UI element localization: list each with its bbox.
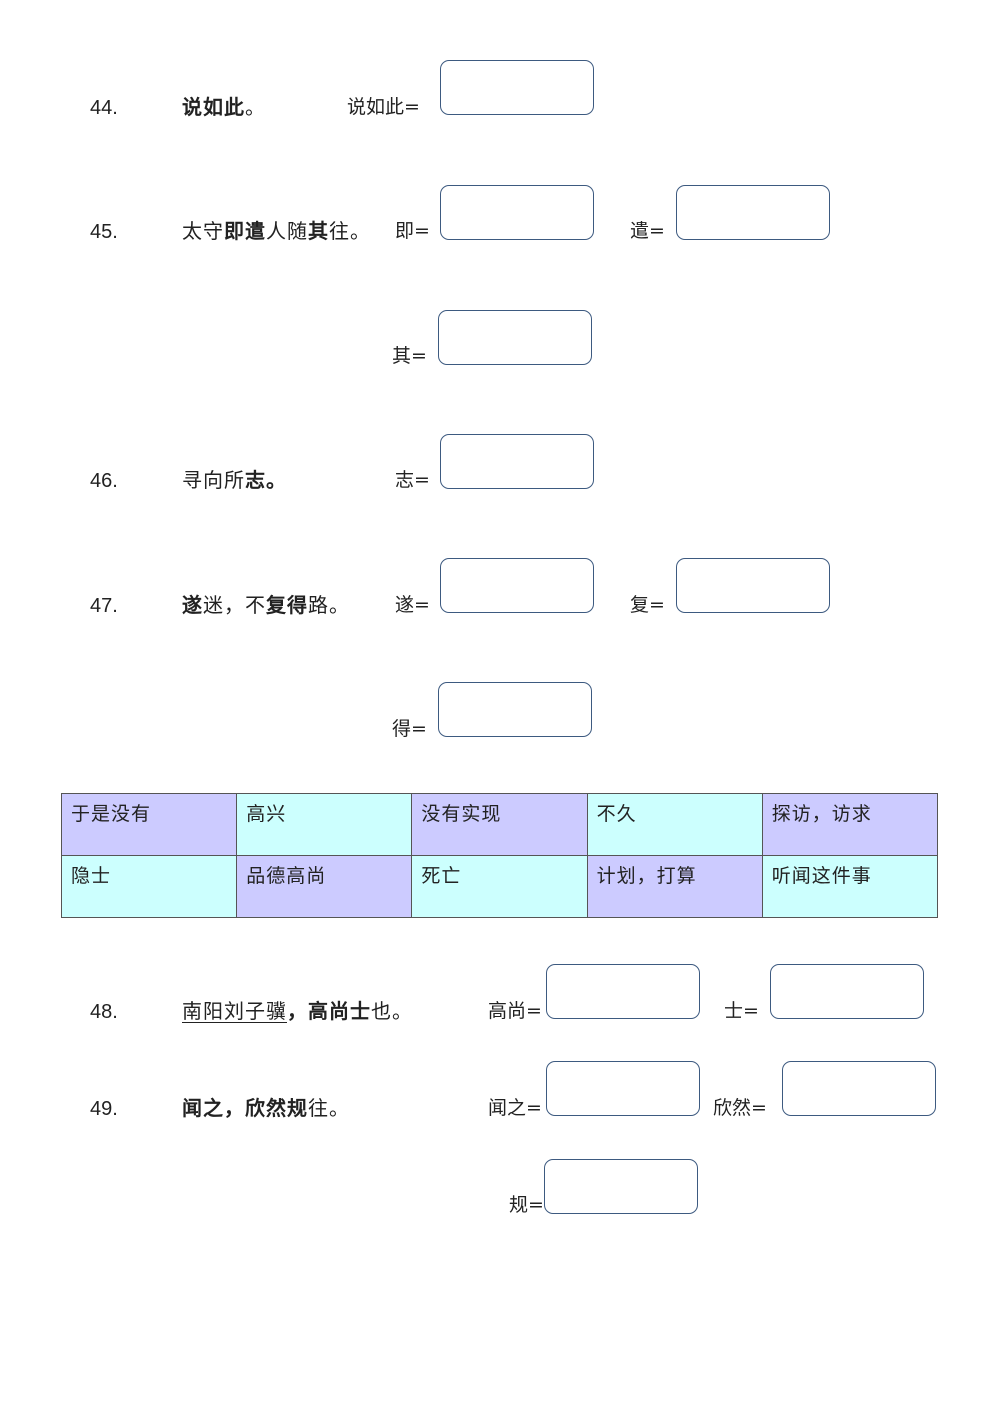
label-49-c: 规= (509, 1194, 544, 1216)
label-47-c: 得= (392, 718, 427, 740)
label-49-b: 欣然= (713, 1097, 767, 1119)
word-bank-cell: 不久 (586, 793, 763, 856)
label-45-b: 遣= (630, 220, 665, 242)
sentence-49: 闻之，欣然规往。 (182, 1096, 350, 1120)
word-bank-cell: 探访，访求 (761, 793, 939, 856)
label-47-a: 遂= (395, 594, 430, 616)
word-bank-cell: 于是没有 (60, 793, 238, 856)
word-bank-cell: 听闻这件事 (761, 855, 939, 918)
sentence-46: 寻向所志。 (182, 468, 287, 492)
label-44-a: 说如此= (347, 96, 420, 118)
answer-box-47-b[interactable] (676, 558, 830, 613)
question-number-46: 46. (90, 470, 118, 492)
answer-box-46-a[interactable] (440, 434, 594, 489)
question-number-44: 44. (90, 97, 118, 119)
answer-box-48-b[interactable] (770, 964, 924, 1019)
word-bank-cell: 死亡 (411, 855, 588, 918)
answer-box-44-a[interactable] (440, 60, 594, 115)
sentence-48: 南阳刘子骥，高尚士也。 (182, 999, 413, 1023)
sentence-45: 太守即遣人随其往。 (182, 219, 371, 243)
label-47-b: 复= (630, 594, 665, 616)
answer-box-49-c[interactable] (544, 1159, 698, 1214)
sentence-47: 遂迷，不复得路。 (182, 593, 350, 617)
label-46-a: 志= (395, 469, 430, 491)
label-45-a: 即= (395, 220, 430, 242)
sentence-44: 说如此。 (182, 95, 266, 119)
question-number-48: 48. (90, 1001, 118, 1023)
answer-box-49-b[interactable] (782, 1061, 936, 1116)
label-49-a: 闻之= (488, 1097, 542, 1119)
label-48-b: 士= (724, 1000, 759, 1022)
answer-box-47-a[interactable] (440, 558, 594, 613)
word-bank-cell: 品德高尚 (236, 855, 413, 918)
answer-box-47-c[interactable] (438, 682, 592, 737)
word-bank-cell: 计划，打算 (586, 855, 763, 918)
label-45-c: 其= (392, 345, 427, 367)
question-number-49: 49. (90, 1098, 118, 1120)
word-bank-cell: 高兴 (236, 793, 413, 856)
answer-box-45-b[interactable] (676, 185, 830, 240)
label-48-a: 高尚= (488, 1000, 542, 1022)
answer-box-49-a[interactable] (546, 1061, 700, 1116)
word-bank-cell: 隐士 (60, 855, 238, 918)
word-bank-row: 于是没有 高兴 没有实现 不久 探访，访求 (60, 793, 939, 856)
answer-box-48-a[interactable] (546, 964, 700, 1019)
word-bank-cell: 没有实现 (411, 793, 588, 856)
word-bank-row: 隐士 品德高尚 死亡 计划，打算 听闻这件事 (60, 855, 939, 918)
question-number-47: 47. (90, 595, 118, 617)
word-bank-table: 于是没有 高兴 没有实现 不久 探访，访求 隐士 品德高尚 死亡 计划，打算 听… (60, 793, 939, 918)
answer-box-45-a[interactable] (440, 185, 594, 240)
answer-box-45-c[interactable] (438, 310, 592, 365)
question-number-45: 45. (90, 221, 118, 243)
